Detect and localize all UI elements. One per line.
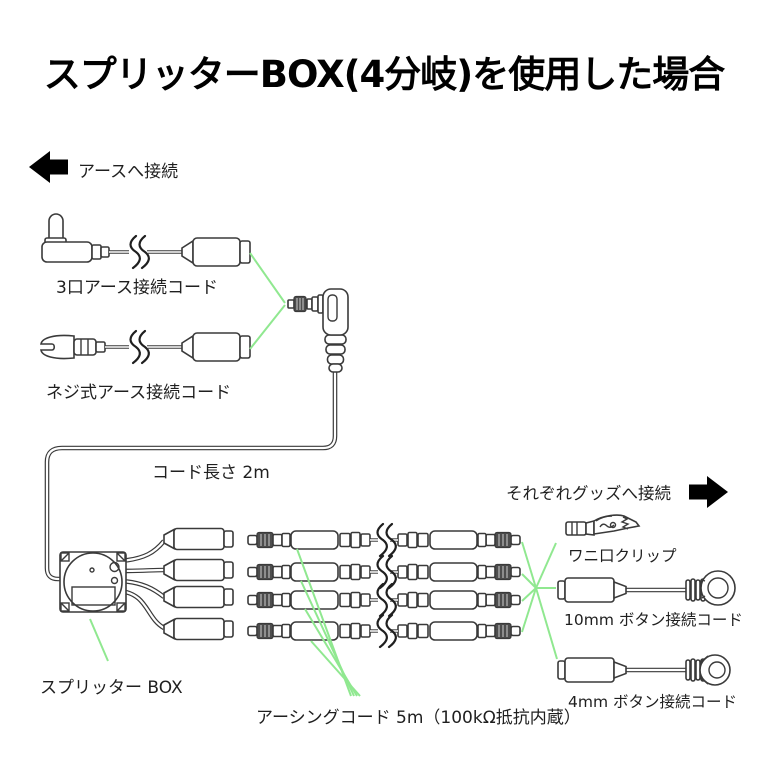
goods-arrow-label: それぞれグッズへ接続 (506, 484, 671, 503)
ground-cable-3port (41, 213, 251, 270)
cable-3port-label: 3口アース接続コード (56, 278, 218, 298)
ground-cable-screw (40, 329, 251, 365)
output-connector (163, 558, 234, 582)
earthing-cord (248, 584, 520, 616)
splitter-box-label: スプリッター BOX (40, 678, 183, 698)
alligator-clip (565, 514, 641, 536)
button-cord-10mm (557, 570, 736, 606)
button-cord-4mm (557, 654, 731, 686)
output-connector (163, 585, 234, 609)
earth-arrow-label: アースへ接続 (78, 162, 179, 182)
main-plug (287, 288, 349, 373)
earthing-cord (248, 524, 520, 556)
pointer-lines-green (89, 252, 558, 697)
button10-label: 10mm ボタン接続コード (564, 611, 743, 629)
splitter-box (59, 551, 127, 613)
earthing-cord (248, 556, 520, 588)
earthing-cord (248, 615, 520, 647)
clip-label: ワニ口クリップ (568, 547, 677, 565)
output-connector (163, 527, 234, 551)
right-arrow-icon (689, 476, 728, 508)
left-arrow-icon (29, 151, 68, 183)
cable-screw-label: ネジ式アース接続コード (46, 383, 232, 403)
button4-label: 4mm ボタン接続コード (568, 693, 737, 711)
earthing-cord-label: アーシングコード 5m（100kΩ抵抗内蔵） (256, 708, 581, 728)
cord-length-label: コード長さ 2m (152, 463, 270, 483)
output-connector (163, 617, 234, 641)
page-title: スプリッターBOX(4分岐)を使用した場合 (43, 53, 725, 96)
main-cable-2m (44, 367, 338, 582)
